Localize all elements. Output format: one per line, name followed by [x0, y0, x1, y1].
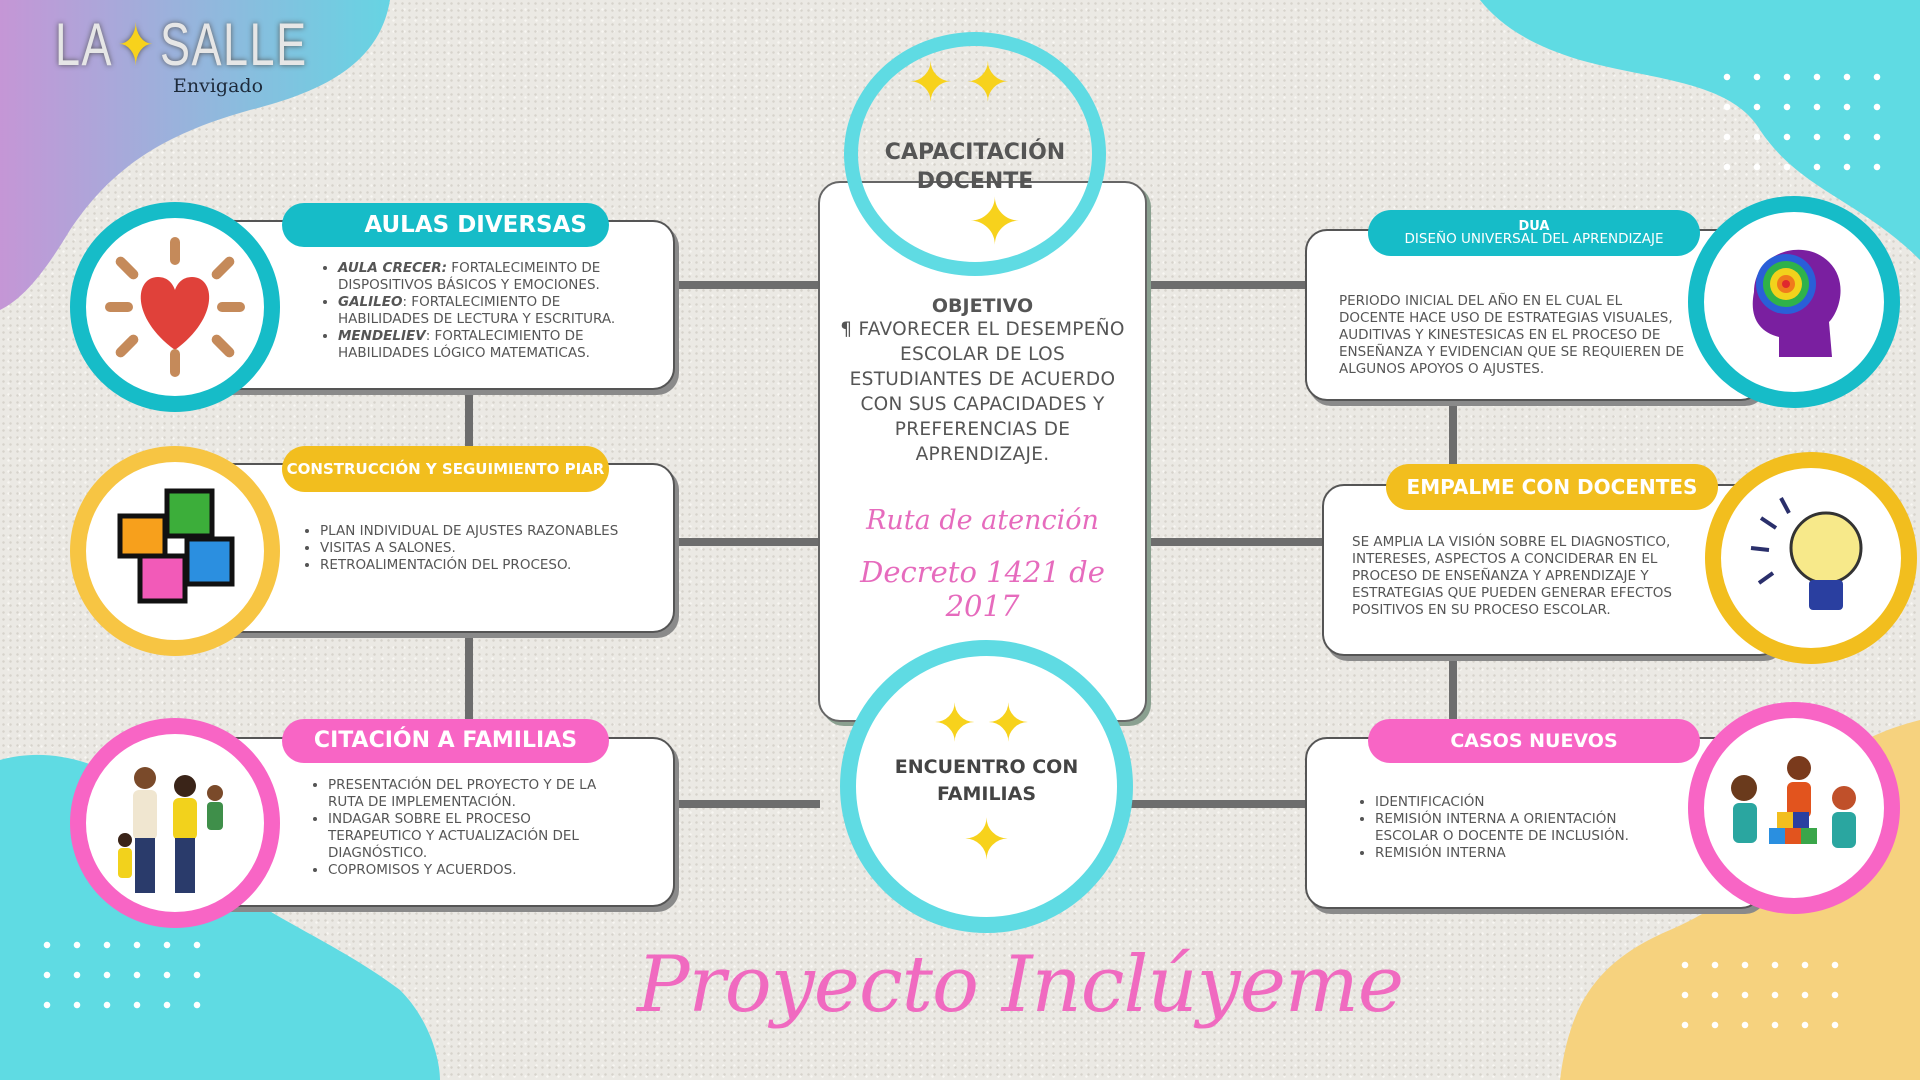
capacitacion-docente-circle: ✦✦ CAPACITACIÓN DOCENTE ✦ [844, 32, 1106, 276]
decorative-dots [1712, 62, 1892, 182]
aulas-diversas-card: AULA CRECER: FORTALECIMEINTO DE DISPOSIT… [190, 220, 675, 390]
empalme-header: EMPALME CON DOCENTES [1386, 464, 1718, 510]
list-item: COPROMISOS Y ACUERDOS. [328, 862, 610, 879]
objective-card: OBJETIVO ¶ FAVORECER EL DESEMPEÑO ESCOLA… [818, 181, 1147, 722]
list-item: PRESENTACIÓN DEL PROYECTO Y DE LA RUTA D… [328, 777, 610, 811]
list-item: AULA CRECER: FORTALECIMEINTO DE DISPOSIT… [338, 260, 650, 294]
list-item: VISITAS A SALONES. [320, 540, 662, 557]
logo-text-left: LA [55, 11, 114, 78]
connector [675, 800, 820, 808]
decorative-dots [32, 930, 212, 1020]
dua-text: PERIODO INICIAL DEL AÑO EN EL CUAL EL DO… [1339, 293, 1685, 377]
logo-text-right: SALLE [160, 11, 308, 78]
hands-heart-image [70, 202, 280, 412]
sparkle-icon: ✦ [117, 12, 156, 78]
empalme-text: SE AMPLIA LA VISIÓN SOBRE EL DIAGNOSTICO… [1352, 534, 1672, 618]
decorative-dots [1670, 950, 1850, 1040]
sparkle-icon: ✦✦ [908, 51, 1023, 114]
decree-label: Decreto 1421 de 2017 [860, 555, 1105, 623]
capacitacion-docente-label: CAPACITACIÓN DOCENTE [884, 140, 1066, 194]
list-item: PLAN INDIVIDUAL DE AJUSTES RAZONABLES [320, 523, 662, 540]
connector [1449, 400, 1457, 488]
lightbulb-icon [1750, 497, 1863, 610]
connector [675, 538, 820, 546]
sparkle-icon: ✦ [968, 186, 1022, 260]
encuentro-familias-circle: ✦✦ ENCUENTRO CON FAMILIAS ✦ [840, 640, 1133, 933]
heart-icon [105, 237, 245, 377]
citacion-familias-card: PRESENTACIÓN DEL PROYECTO Y DE LA RUTA D… [190, 737, 675, 907]
list-item: REMISIÓN INTERNA A ORIENTACIÓN ESCOLAR O… [1375, 811, 1657, 845]
list-item: REMISIÓN INTERNA [1375, 845, 1657, 862]
lightbulb-image [1705, 452, 1917, 664]
puzzle-image [70, 446, 280, 656]
connector [1147, 281, 1307, 289]
sparkle-icon: ✦ [963, 808, 1010, 873]
connector [1147, 538, 1322, 546]
dua-card: PERIODO INICIAL DEL AÑO EN EL CUAL EL DO… [1305, 229, 1763, 401]
objective-text: ¶ FAVORECER EL DESEMPEÑO ESCOLAR DE LOS … [840, 319, 1125, 465]
list-item: INDAGAR SOBRE EL PROCESO TERAPEUTICO Y A… [328, 811, 610, 862]
puzzle-icon [117, 488, 235, 604]
connector [1130, 800, 1307, 808]
list-item: MENDELIEV: FORTALECIMIENTO DE HABILIDADE… [338, 328, 650, 362]
connector [465, 390, 473, 470]
logo-subtitle: Envigado [173, 75, 264, 97]
head-brain-icon [1752, 249, 1841, 357]
brain-image [1688, 196, 1900, 408]
casos-nuevos-card: IDENTIFICACIÓN REMISIÓN INTERNA A ORIENT… [1305, 737, 1763, 909]
family-image [70, 718, 280, 928]
piar-header: CONSTRUCCIÓN Y SEGUIMIENTO PIAR [282, 446, 609, 492]
objective-heading: OBJETIVO [931, 295, 1034, 317]
connector [1449, 652, 1457, 742]
connector [675, 281, 820, 289]
children-icon [1731, 756, 1856, 848]
logo: LA ✦ SALLE Envigado [55, 10, 306, 97]
list-item: GALILEO: FORTALECIMIENTO DE HABILIDADES … [338, 294, 650, 328]
children-playing-image [1688, 702, 1900, 914]
encuentro-familias-label: ENCUENTRO CON FAMILIAS [894, 756, 1079, 805]
family-icon [118, 767, 223, 893]
list-item: IDENTIFICACIÓN [1375, 794, 1657, 811]
route-label: Ruta de atención [866, 505, 1099, 536]
casos-nuevos-header: CASOS NUEVOS [1368, 719, 1700, 763]
page-title: Proyecto Inclúyeme [637, 940, 1404, 1030]
citacion-familias-header: CITACIÓN A FAMILIAS [282, 719, 609, 763]
aulas-diversas-header: AULAS DIVERSAS [282, 203, 609, 247]
list-item: RETROALIMENTACIÓN DEL PROCESO. [320, 557, 662, 574]
connector [465, 632, 473, 742]
sparkle-icon: ✦✦ [932, 694, 1041, 754]
